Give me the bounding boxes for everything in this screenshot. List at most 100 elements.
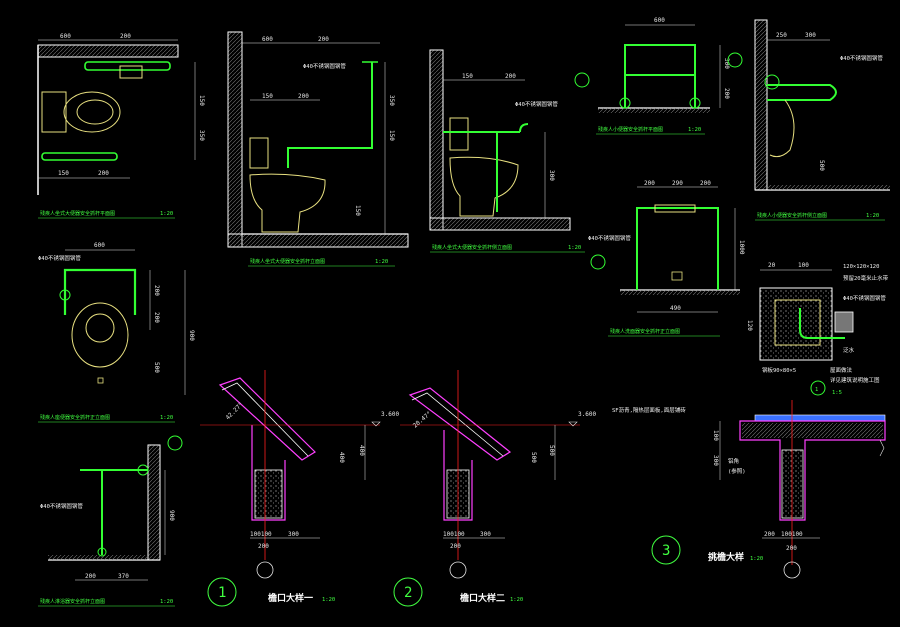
dim-label: 150 <box>354 205 361 216</box>
panel-basin-elevation: Φ40不锈钢圆钢管 200 290 200 490 1000 残疾人洗面器安全抓… <box>588 180 745 337</box>
elevation-mark: 3.600 <box>578 411 596 418</box>
dim-label: 370 <box>118 573 129 580</box>
dim-label: 200 <box>723 88 730 99</box>
wall-hatch <box>147 444 161 561</box>
dim-label: 200 <box>98 170 109 177</box>
detail-parapet: SF沥青,隔热层面板,面层铺砖 100 300 铝角 (参照) 200 1001… <box>612 400 886 579</box>
dim-label: 290 <box>672 180 683 187</box>
grab-bar <box>80 469 148 555</box>
annotation: 详见建筑说明施工图 <box>830 376 880 384</box>
floor-hatch <box>227 233 409 248</box>
dim-label: 150 <box>58 170 69 177</box>
dim-label: 900 <box>168 510 175 521</box>
annotation: SF沥青,隔热层面板,面层铺砖 <box>612 406 686 414</box>
urinal <box>769 99 795 158</box>
dim-label: 500 <box>818 160 825 171</box>
dim-label: 600 <box>60 33 71 40</box>
panel-shower-side: Φ40不锈钢圆钢管 900 200 370 残疾人淋浴器安全抓杆立面图 1:20 <box>38 435 183 607</box>
dim-label: 350 <box>388 95 395 106</box>
drawing-scale: 1:20 <box>688 127 701 133</box>
drain <box>671 271 683 281</box>
dim-label: 200 <box>153 285 160 296</box>
drain <box>97 377 104 384</box>
drawing-scale: 1:20 <box>866 213 879 219</box>
dim-label: 100100 <box>250 531 272 538</box>
dim-label: 500 <box>548 445 555 456</box>
annotation: 屋面做法 <box>830 366 853 374</box>
dim-label: 600 <box>654 17 665 24</box>
annotation: Φ40不锈钢圆钢管 <box>40 502 83 510</box>
toilet-tank <box>41 91 67 133</box>
dim-label: 200 <box>318 36 329 43</box>
detail-eave-two: 20.47° 3.600 500 500 100100 300 200 2 檐口… <box>393 370 596 607</box>
detail-number: 1 <box>218 585 226 601</box>
detail-number: 1 <box>815 387 818 393</box>
elevation-mark: 3.600 <box>381 411 399 418</box>
grab-bar <box>41 152 118 161</box>
dim-label: 400 <box>338 452 345 463</box>
dim-label: 120 <box>746 320 753 331</box>
wall-hatch <box>37 44 179 58</box>
dim-label: 200 <box>258 543 269 550</box>
dim-label: 300 <box>480 531 491 538</box>
annotation: 泛水 <box>843 346 855 354</box>
dim-label: 200 <box>700 180 711 187</box>
grab-bar <box>287 62 373 168</box>
drawing-scale: 1:20 <box>160 211 173 217</box>
drawing-scale: 1:20 <box>322 597 335 603</box>
annotation: 钢板90×80×5 <box>762 366 796 374</box>
dim-label: 200 <box>505 73 516 80</box>
roof-slab <box>218 377 316 461</box>
roof-slab <box>408 387 512 461</box>
detail-callout <box>810 380 826 396</box>
drawing-scale: 1:20 <box>375 259 388 265</box>
dim-label: 200 <box>153 312 160 323</box>
basin <box>654 204 696 213</box>
annotation: 120×120×120 <box>843 264 879 270</box>
dim-label: 300 <box>548 170 555 181</box>
grab-bar <box>84 61 171 71</box>
panel-toilet-side: 150 200 Φ40不锈钢圆钢管 300 残疾人坐式大便器安全抓杆侧立面图 1… <box>429 49 585 253</box>
dim-label: 490 <box>670 305 681 312</box>
angle-label: 42.27° <box>224 401 244 421</box>
drawing-caption: 残疾人坐式大便器安全抓杆立面图 <box>250 258 325 265</box>
dim-label: 500 <box>530 452 537 463</box>
dim-label: 20 <box>768 262 776 269</box>
drawing-caption: 残疾人小便器安全抓杆平面图 <box>598 126 663 133</box>
dim-label: 400 <box>358 445 365 456</box>
panel-toilet-elevation: 600 200 150 200 Φ40不锈钢圆钢管 350 150 150 残疾… <box>227 31 409 267</box>
annotation: (参照) <box>728 467 746 475</box>
dim-label: 100 <box>712 430 719 441</box>
toilet-tank <box>249 137 269 169</box>
detail-callout <box>590 254 606 270</box>
dim-label: 500 <box>153 362 160 373</box>
grab-bar <box>767 84 837 101</box>
detail-title: 檐口大样二 <box>460 592 505 604</box>
detail-number: 3 <box>662 543 670 559</box>
wall-hatch <box>227 31 243 248</box>
detail-number: 2 <box>404 585 412 601</box>
dim-label: 150 <box>198 95 205 106</box>
panel-toilet-front: Φ40不锈钢圆钢管 600 200 200 900 500 残疾人座便器安全抓杆… <box>38 242 195 423</box>
toilet-tank <box>449 117 469 151</box>
toilet-seat <box>85 313 115 343</box>
floor-hatch <box>429 217 571 231</box>
dim-label: 100100 <box>781 531 803 538</box>
detail-callout <box>727 52 743 68</box>
dim-label: 200 <box>764 531 775 538</box>
detail-title: 挑檐大样 <box>708 551 744 563</box>
toilet-bowl <box>449 156 519 217</box>
dim-label: 200 <box>85 573 96 580</box>
annotation: Φ40不锈钢圆钢管 <box>515 100 558 108</box>
grab-bar <box>63 268 137 315</box>
toilet-bowl <box>63 91 121 133</box>
panel-anchor-detail: 20 100 120 120×120×120 预留20毫米止水带 Φ40不锈钢圆… <box>746 262 889 396</box>
dim-label: 100 <box>798 262 809 269</box>
grab-bar <box>624 44 696 108</box>
dim-label: 1000 <box>738 240 745 255</box>
drawing-scale: 1:20 <box>568 245 581 251</box>
wall-hatch <box>429 49 444 231</box>
panel-toilet-plan: 600 200 150 350 150 200 残疾人坐式大便器安全抓杆平面图 … <box>37 33 205 219</box>
beam-section <box>251 425 286 521</box>
